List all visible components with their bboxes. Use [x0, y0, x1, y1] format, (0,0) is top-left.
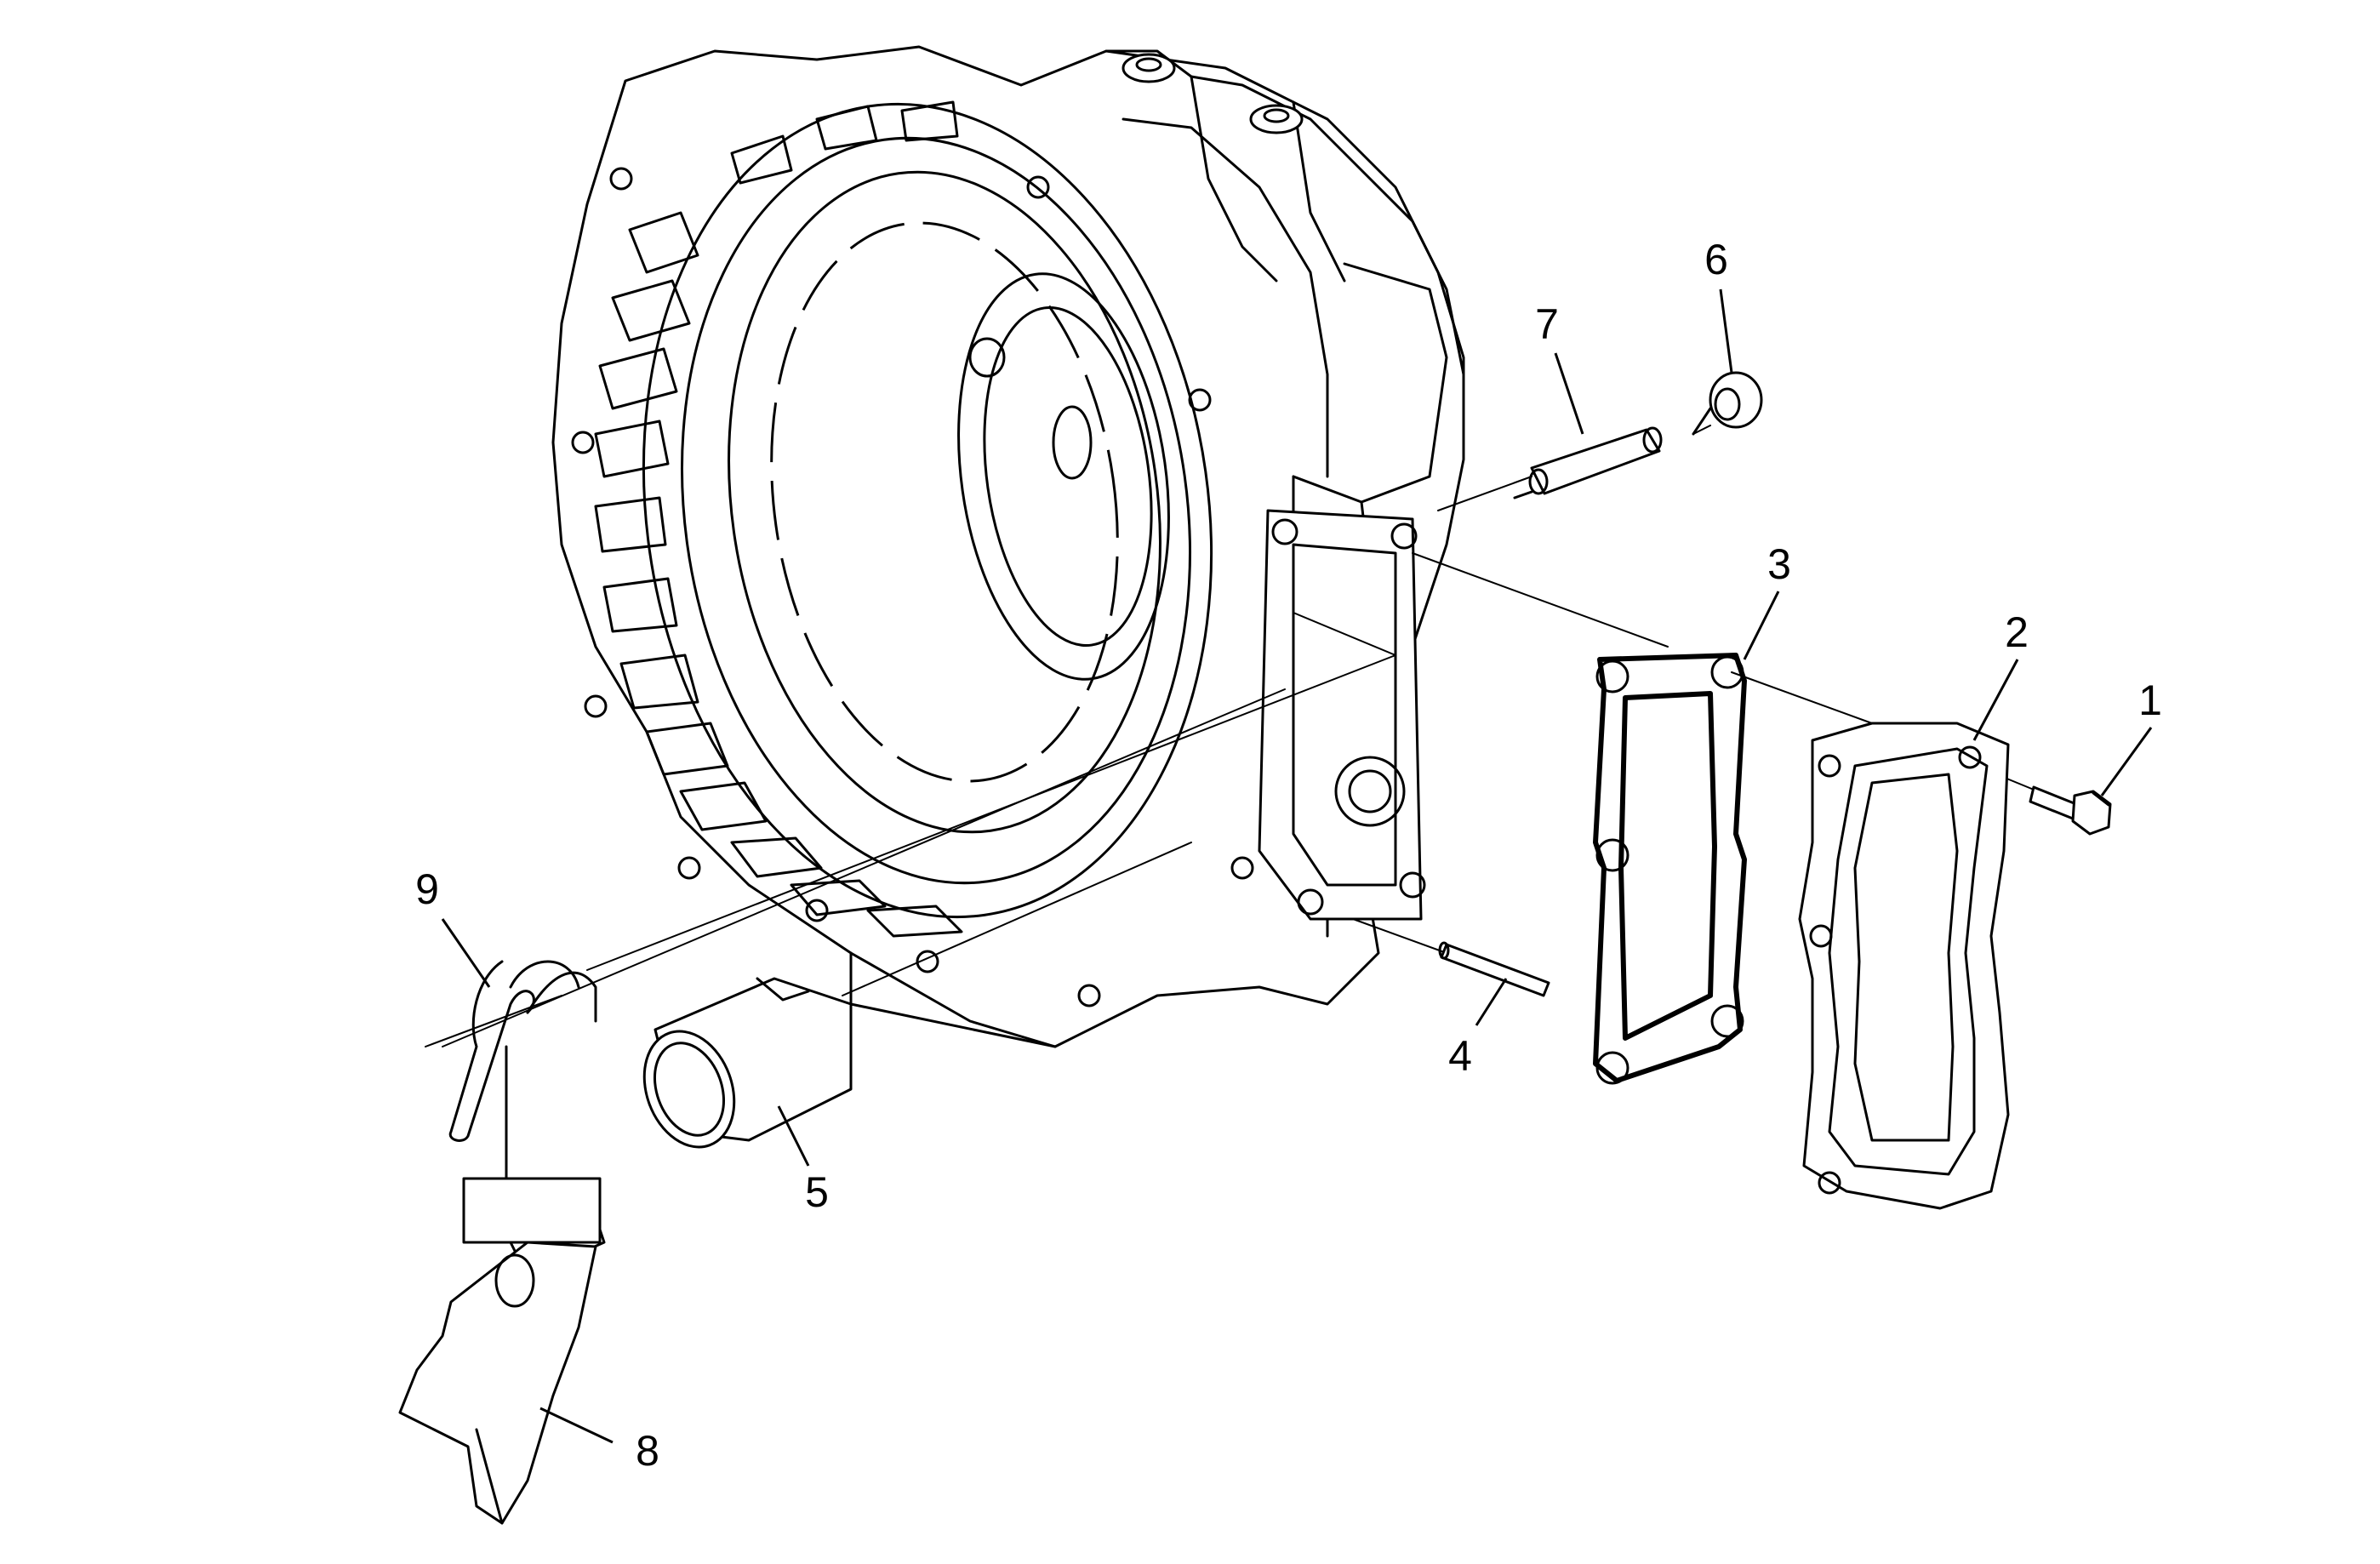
- transmission-housing: [551, 45, 1465, 1048]
- part-9-spring: [425, 960, 597, 1142]
- callout-2: 2: [2005, 608, 2029, 656]
- part-7-tube: [1513, 426, 1663, 499]
- callout-leaders: [441, 288, 2153, 1444]
- part-1-bolt: [2029, 785, 2112, 836]
- callout-9: 9: [415, 865, 439, 913]
- callout-7: 7: [1535, 300, 1559, 348]
- callout-6: 6: [1704, 236, 1728, 283]
- callout-1: 1: [2138, 676, 2162, 724]
- callout-labels: 1 2 3 4 5 6 7 8 9: [415, 236, 2162, 1475]
- part-4-pin: [1438, 941, 1550, 997]
- callout-3: 3: [1767, 540, 1791, 588]
- part-8-lever: [398, 1045, 606, 1525]
- part-5-sleeve: [642, 977, 853, 1149]
- callout-4: 4: [1448, 1032, 1472, 1080]
- part-3-gasket: [1593, 653, 1747, 1085]
- callout-5: 5: [805, 1168, 829, 1216]
- part-6-plug: [1692, 371, 1763, 436]
- part-2-cover: [1798, 722, 2010, 1210]
- callout-8: 8: [636, 1427, 659, 1475]
